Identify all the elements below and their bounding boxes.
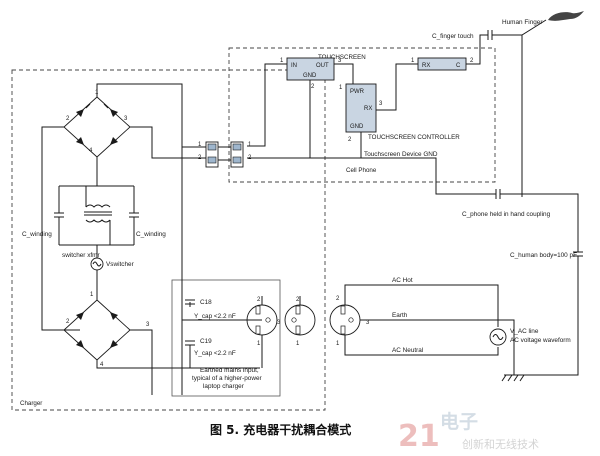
touchscreen-chip: IN OUT GND — [286, 57, 335, 81]
svg-text:2: 2 — [296, 297, 300, 303]
v-ac-line-label: V_AC line — [510, 328, 539, 335]
rx-chip: RX C — [417, 57, 467, 71]
svg-text:1: 1 — [280, 58, 284, 64]
svg-text:3: 3 — [124, 116, 128, 122]
mains-note-3: laptop charger — [203, 383, 245, 390]
controller-title: TOUCHSCREEN CONTROLLER — [368, 134, 460, 141]
svg-text:IN: IN — [291, 63, 297, 69]
c18-value: Y_cap <2.2 nF — [194, 313, 236, 320]
cell-phone-title: Cell Phone — [346, 167, 377, 174]
cable-connector — [205, 141, 244, 168]
v-ac-line-source — [489, 328, 507, 346]
earth-label: Earth — [392, 312, 408, 319]
svg-text:3: 3 — [366, 320, 370, 326]
svg-text:2: 2 — [470, 58, 474, 64]
svg-text:3: 3 — [146, 322, 150, 328]
svg-text:1: 1 — [257, 341, 261, 347]
charger-title: Charger — [20, 400, 42, 407]
svg-text:C: C — [456, 63, 461, 69]
c18-capacitor — [185, 299, 195, 307]
c19-value: Y_cap <2.2 nF — [194, 350, 236, 357]
ac-neutral-label: AC Neutral — [392, 347, 423, 354]
svg-text:RX: RX — [422, 63, 430, 69]
touchscreen-title: TOUCHSCREEN — [318, 54, 366, 61]
c-winding-left-capacitor — [54, 186, 64, 245]
c-phone-coupling-capacitor — [495, 189, 583, 376]
c19-capacitor — [185, 340, 195, 346]
svg-text:GND: GND — [303, 73, 317, 79]
svg-text:3: 3 — [338, 58, 342, 64]
svg-text:1: 1 — [296, 341, 300, 347]
svg-text:1: 1 — [411, 58, 415, 64]
ac-voltage-waveform-label: AC voltage waveform — [510, 337, 571, 344]
c-winding-right-label: C_winding — [136, 231, 166, 238]
c-human-body-label: C_human body=100 pF — [510, 252, 577, 259]
mains-input-box — [171, 279, 281, 397]
svg-text:1: 1 — [336, 341, 340, 347]
svg-text:GND: GND — [350, 124, 364, 130]
svg-text:2: 2 — [248, 155, 252, 161]
figure-caption: 图 5. 充电器干扰耦合模式 — [210, 422, 351, 437]
svg-text:2: 2 — [311, 84, 315, 90]
svg-text:创新和无线技术: 创新和无线技术 — [462, 437, 539, 451]
wall-outlet — [329, 304, 361, 336]
mains-socket — [284, 304, 316, 336]
svg-text:3: 3 — [379, 101, 383, 107]
bridge-rectifier-top — [63, 96, 131, 158]
switcher-transformer — [84, 186, 112, 245]
svg-text:电子: 电子 — [440, 410, 478, 433]
c-winding-right-capacitor — [129, 186, 139, 245]
svg-text:2: 2 — [66, 116, 70, 122]
svg-text:1: 1 — [248, 142, 252, 148]
touchscreen-controller-chip: PWR RX GND — [345, 83, 377, 133]
c19-label: C19 — [200, 338, 212, 345]
c-phone-coupling-label: C_phone held in hand coupling — [462, 211, 551, 218]
switcher-xfmr-label: switcher xfmr — [62, 252, 101, 259]
cell-phone-block — [228, 47, 496, 183]
c18-label: C18 — [200, 299, 212, 306]
c-winding-left-label: C_winding — [22, 231, 52, 238]
mains-note-1: Earthed mains input, — [200, 367, 259, 374]
svg-text:PWR: PWR — [350, 89, 365, 95]
charger-block — [11, 69, 326, 411]
svg-text:4: 4 — [100, 362, 104, 368]
svg-text:OUT: OUT — [316, 63, 329, 69]
svg-text:21: 21 — [398, 419, 440, 454]
svg-text:1: 1 — [90, 292, 94, 298]
site-watermark: 21 电子 创新和无线技术 — [398, 410, 539, 454]
svg-text:1: 1 — [198, 142, 202, 148]
finger-icon — [548, 11, 584, 21]
earth-ground-icon — [501, 374, 525, 382]
svg-text:2: 2 — [348, 137, 352, 143]
svg-text:1: 1 — [339, 85, 343, 91]
svg-text:2: 2 — [66, 319, 70, 325]
human-finger-label: Human Finger — [502, 19, 543, 26]
svg-text:2: 2 — [257, 297, 261, 303]
mains-note-2: typical of a higher-power — [192, 375, 262, 382]
svg-text:RX: RX — [364, 106, 372, 112]
c-finger-touch-label: C_finger touch — [432, 33, 474, 40]
ac-hot-label: AC Hot — [392, 277, 413, 284]
vswitcher-label: Vswitcher — [106, 261, 135, 268]
svg-text:3: 3 — [277, 320, 281, 326]
svg-text:4: 4 — [89, 148, 93, 154]
device-gnd-label: Touchscreen Device GND — [364, 151, 438, 158]
svg-text:2: 2 — [336, 296, 340, 302]
